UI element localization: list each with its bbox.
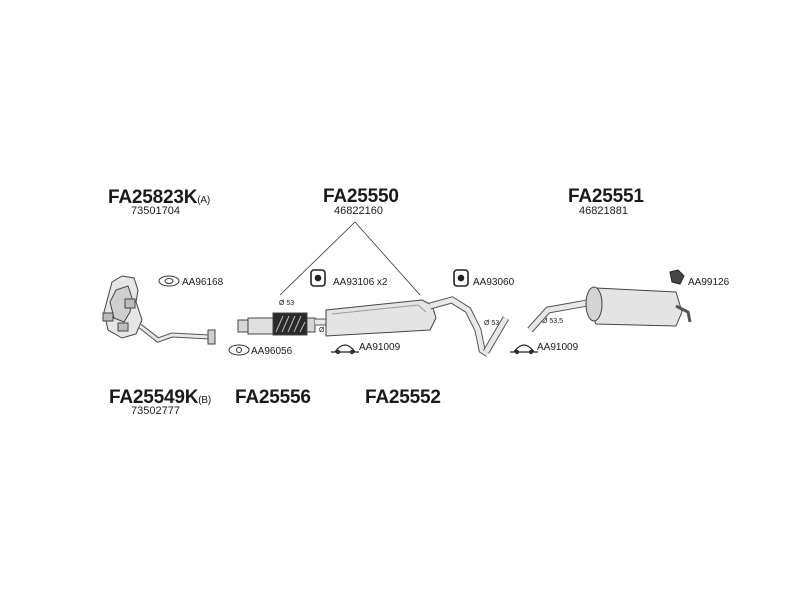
- gasket-icon: [158, 275, 180, 287]
- mounting-bracket-icon: [669, 269, 685, 285]
- dim-53-b: Ø 53: [484, 320, 500, 327]
- catalyst-suffix: (A): [197, 195, 210, 206]
- group-lines: [279, 221, 421, 296]
- catalyst-number: 73501704: [131, 205, 180, 217]
- ref-aa96056: AA96056: [251, 346, 293, 357]
- front-pipe-code: FA25549K(B): [109, 387, 211, 408]
- flex-pipe-code: FA25556: [235, 387, 311, 408]
- dim-53-a: Ø 53: [279, 300, 295, 307]
- mid-silencer-number: 46822160: [334, 205, 383, 217]
- dim-53-5-b: Ø 53,5: [542, 318, 564, 325]
- rubber-hanger-icon: [310, 269, 326, 287]
- rear-silencer: [527, 286, 692, 333]
- intermediate-code: FA25552: [365, 387, 441, 408]
- rear-silencer-number: 46821881: [579, 205, 628, 217]
- ref-aa93106: AA93106 x2: [333, 277, 388, 288]
- rubber-hanger-icon: [453, 269, 469, 287]
- ref-aa91009-a: AA91009: [359, 342, 401, 353]
- ref-aa91009-b: AA91009: [537, 342, 579, 353]
- catalytic-converter: [102, 275, 216, 345]
- front-pipe-number: 73502777: [131, 405, 180, 417]
- flex-pipe: [237, 312, 316, 336]
- ref-aa93060: AA93060: [473, 277, 515, 288]
- mid-silencer-code: FA25550: [323, 186, 399, 207]
- catalyst-code: FA25823K(A): [108, 187, 210, 208]
- ref-aa96168: AA96168: [182, 277, 224, 288]
- flange-gasket-icon: [228, 344, 250, 356]
- mid-silencer: [315, 296, 510, 357]
- front-pipe-suffix: (B): [198, 395, 211, 406]
- rear-silencer-code: FA25551: [568, 186, 644, 207]
- ref-aa99126: AA99126: [688, 277, 730, 288]
- pipe-clamp-icon: [331, 344, 359, 355]
- pipe-clamp-icon: [510, 344, 538, 355]
